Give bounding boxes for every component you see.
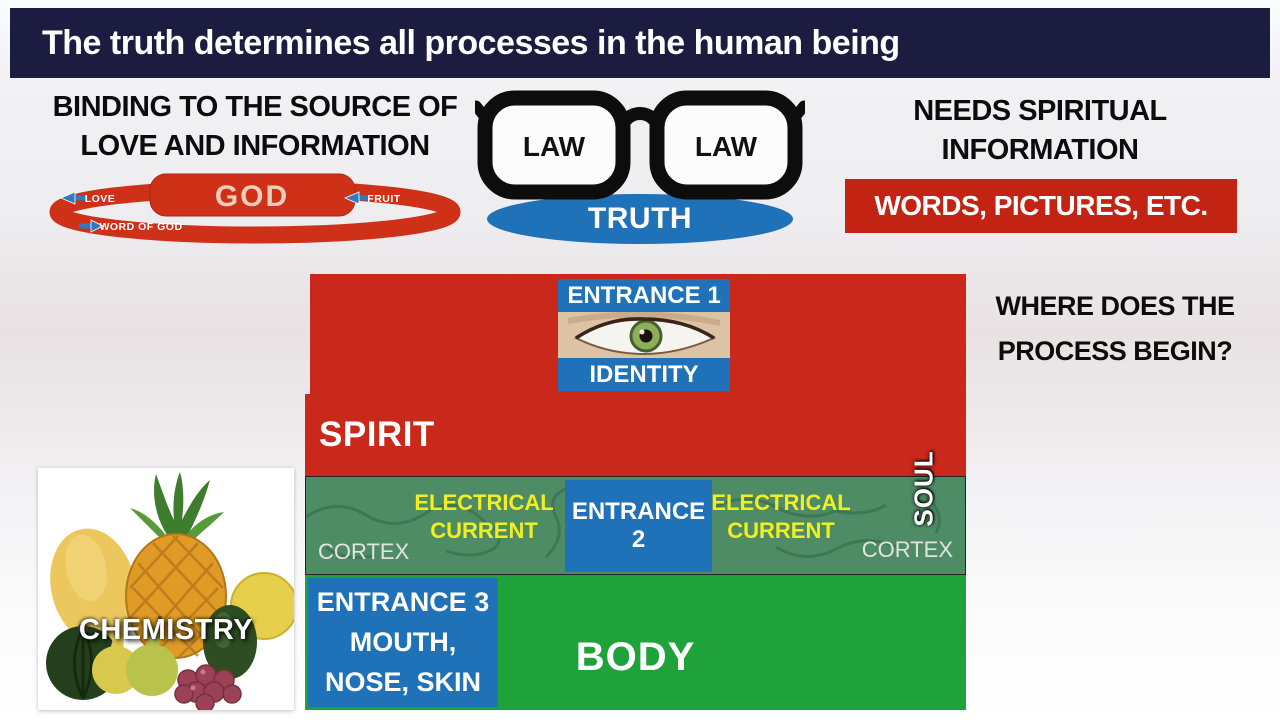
soul-label: SOUL <box>899 436 949 540</box>
god-cycle-diagram: GOD LOVE FRUIT WORD OF GOD <box>35 172 475 250</box>
cortex-right-label: CORTEX <box>861 537 953 562</box>
entrance3-line2: MOUTH, <box>349 627 457 657</box>
cortex-left-label: CORTEX <box>318 539 410 564</box>
binding-header-line1: BINDING TO THE SOURCE OF <box>52 91 458 123</box>
binding-header-line2: LOVE AND INFORMATION <box>80 130 430 162</box>
electrical-current-left: ELECTRICAL CURRENT <box>409 489 559 545</box>
glasses-left-lens <box>477 90 631 200</box>
cortex-pattern <box>306 487 941 560</box>
needs-header-line2: INFORMATION <box>941 134 1139 166</box>
eye-highlight <box>639 329 645 335</box>
pear2-icon <box>92 630 140 694</box>
electrical-right-line2: CURRENT <box>727 518 835 543</box>
entrance3-line3: NOSE, SKIN <box>324 667 482 697</box>
eye-brow-shadow <box>567 312 721 326</box>
glasses-bridge <box>617 107 663 128</box>
word-of-god-label: WORD OF GOD <box>99 221 182 233</box>
fruit-label: FRUIT <box>367 193 400 205</box>
pear-icon <box>126 615 178 696</box>
love-label: LOVE <box>85 193 116 205</box>
god-label: GOD <box>215 180 289 213</box>
entrance3-box: ENTRANCE 3 MOUTH, NOSE, SKIN <box>308 578 498 707</box>
chemistry-label: CHEMISTRY <box>78 614 254 646</box>
electrical-left-line1: ELECTRICAL <box>414 490 554 515</box>
electrical-right-line1: ELECTRICAL <box>711 490 851 515</box>
law-left-label: LAW <box>523 131 586 162</box>
body-block: ENTRANCE 3 MOUTH, NOSE, SKIN BODY <box>305 575 966 710</box>
glasses-right-lens <box>649 90 803 200</box>
spirit-entrance-block: ENTRANCE 1 IDENTITY <box>310 274 966 396</box>
needs-header-line1: NEEDS SPIRITUAL <box>913 95 1167 127</box>
cortex-block: CORTEX ELECTRICAL CURRENT ENTRANCE 2 ELE… <box>305 476 966 575</box>
butternut-squash-icon <box>50 528 136 644</box>
truth-ellipse: TRUTH <box>487 194 793 244</box>
identity-box: IDENTITY <box>558 358 730 391</box>
fruits-image: CHEMISTRY <box>38 468 294 710</box>
eye-upper-lash <box>575 317 715 340</box>
electrical-left-line2: CURRENT <box>430 518 538 543</box>
body-label: BODY <box>575 635 696 679</box>
love-arrow-icon <box>59 191 85 205</box>
glasses-icon: LAW LAW <box>475 88 805 203</box>
grapes-icon <box>174 664 242 710</box>
question-line1: WHERE DOES THE <box>995 291 1235 321</box>
pineapple-icon <box>125 472 227 659</box>
electrical-current-right: ELECTRICAL CURRENT <box>706 489 856 545</box>
slide-title: The truth determines all processes in th… <box>42 24 900 62</box>
question-text: WHERE DOES THE PROCESS BEGIN? <box>985 284 1245 374</box>
title-banner: The truth determines all processes in th… <box>10 8 1270 78</box>
law-right-label: LAW <box>695 131 758 162</box>
words-box-label: WORDS, PICTURES, ETC. <box>874 190 1208 221</box>
soul-text: SOUL <box>908 449 939 527</box>
question-line2: PROCESS BEGIN? <box>997 336 1233 366</box>
entrance2-box: ENTRANCE 2 <box>565 480 712 572</box>
word-of-god-arrow-icon <box>79 219 104 233</box>
entrance1-box: ENTRANCE 1 <box>558 279 730 312</box>
eye-image <box>558 312 730 358</box>
spirit-label: SPIRIT <box>319 415 435 454</box>
needs-header: NEEDS SPIRITUAL INFORMATION <box>840 92 1240 170</box>
avocado-icon <box>203 605 257 679</box>
spirit-block: SPIRIT <box>305 394 966 476</box>
truth-label: TRUTH <box>587 202 693 235</box>
binding-header: BINDING TO THE SOURCE OF LOVE AND INFORM… <box>35 88 475 166</box>
fruit-arrow-icon <box>343 191 367 205</box>
entrance3-line1: ENTRANCE 3 <box>316 587 490 617</box>
words-box: WORDS, PICTURES, ETC. <box>845 179 1237 233</box>
